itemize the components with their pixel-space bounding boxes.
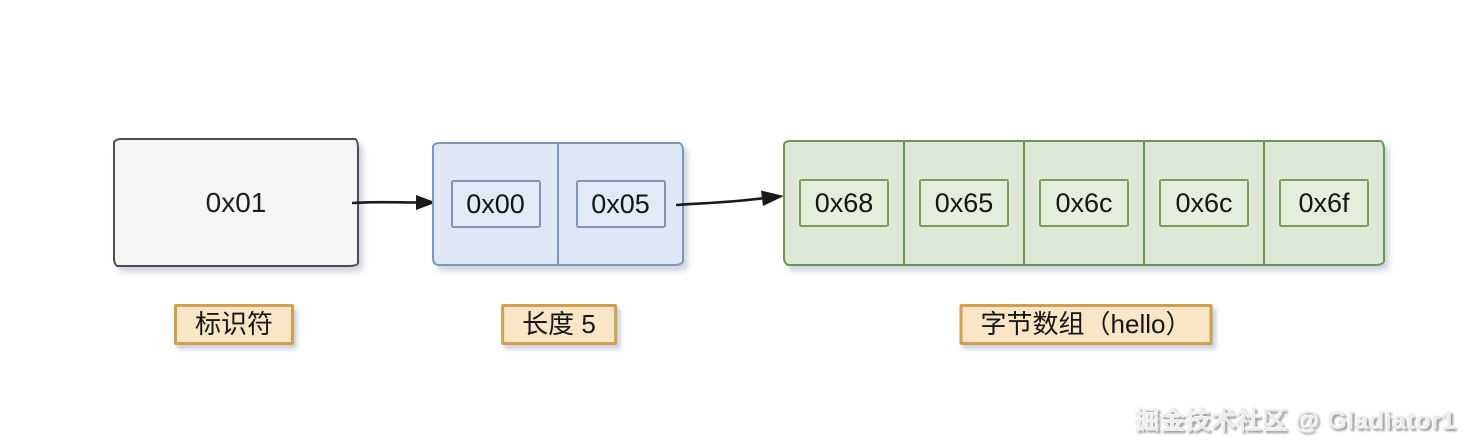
byte-cell: 0x6f [1263, 142, 1383, 264]
byte-value: 0x6c [1055, 187, 1113, 218]
length-cell: 0x05 [557, 144, 682, 264]
watermark: 掘金技术社区 @ Gladiator1 [1134, 407, 1456, 435]
byte-array-group: 0x68 0x65 0x6c 0x6c 0x6f [783, 140, 1385, 266]
length-byte-box: 0x00 [450, 180, 541, 228]
byte-box: 0x6c [1039, 179, 1129, 227]
length-group: 0x00 0x05 [432, 142, 684, 266]
byte-cell: 0x65 [903, 142, 1023, 264]
byte-cell: 0x6c [1023, 142, 1143, 264]
byte-cell: 0x68 [785, 142, 903, 264]
length-byte-box: 0x05 [575, 180, 666, 228]
byte-box: 0x6c [1159, 179, 1249, 227]
length-byte-value: 0x05 [591, 188, 650, 219]
length-label: 长度 5 [501, 304, 617, 345]
byte-value: 0x65 [934, 187, 994, 218]
byte-box: 0x65 [919, 179, 1009, 227]
arrow-identifier-to-length-icon [352, 195, 436, 210]
byte-box: 0x68 [799, 179, 889, 227]
byte-array-label: 字节数组（hello） [959, 304, 1213, 345]
length-byte-value: 0x00 [466, 188, 525, 219]
length-cell: 0x00 [434, 144, 557, 264]
byte-cell: 0x6c [1143, 142, 1263, 264]
byte-value: 0x6c [1175, 187, 1233, 218]
byte-value: 0x68 [814, 187, 874, 218]
identifier-label: 标识符 [173, 304, 295, 345]
identifier-box: 0x01 [113, 138, 359, 267]
identifier-value: 0x01 [205, 186, 267, 218]
arrow-length-to-bytes-icon [676, 190, 784, 207]
byte-box: 0x6f [1279, 179, 1369, 227]
byte-value: 0x6f [1298, 187, 1350, 218]
